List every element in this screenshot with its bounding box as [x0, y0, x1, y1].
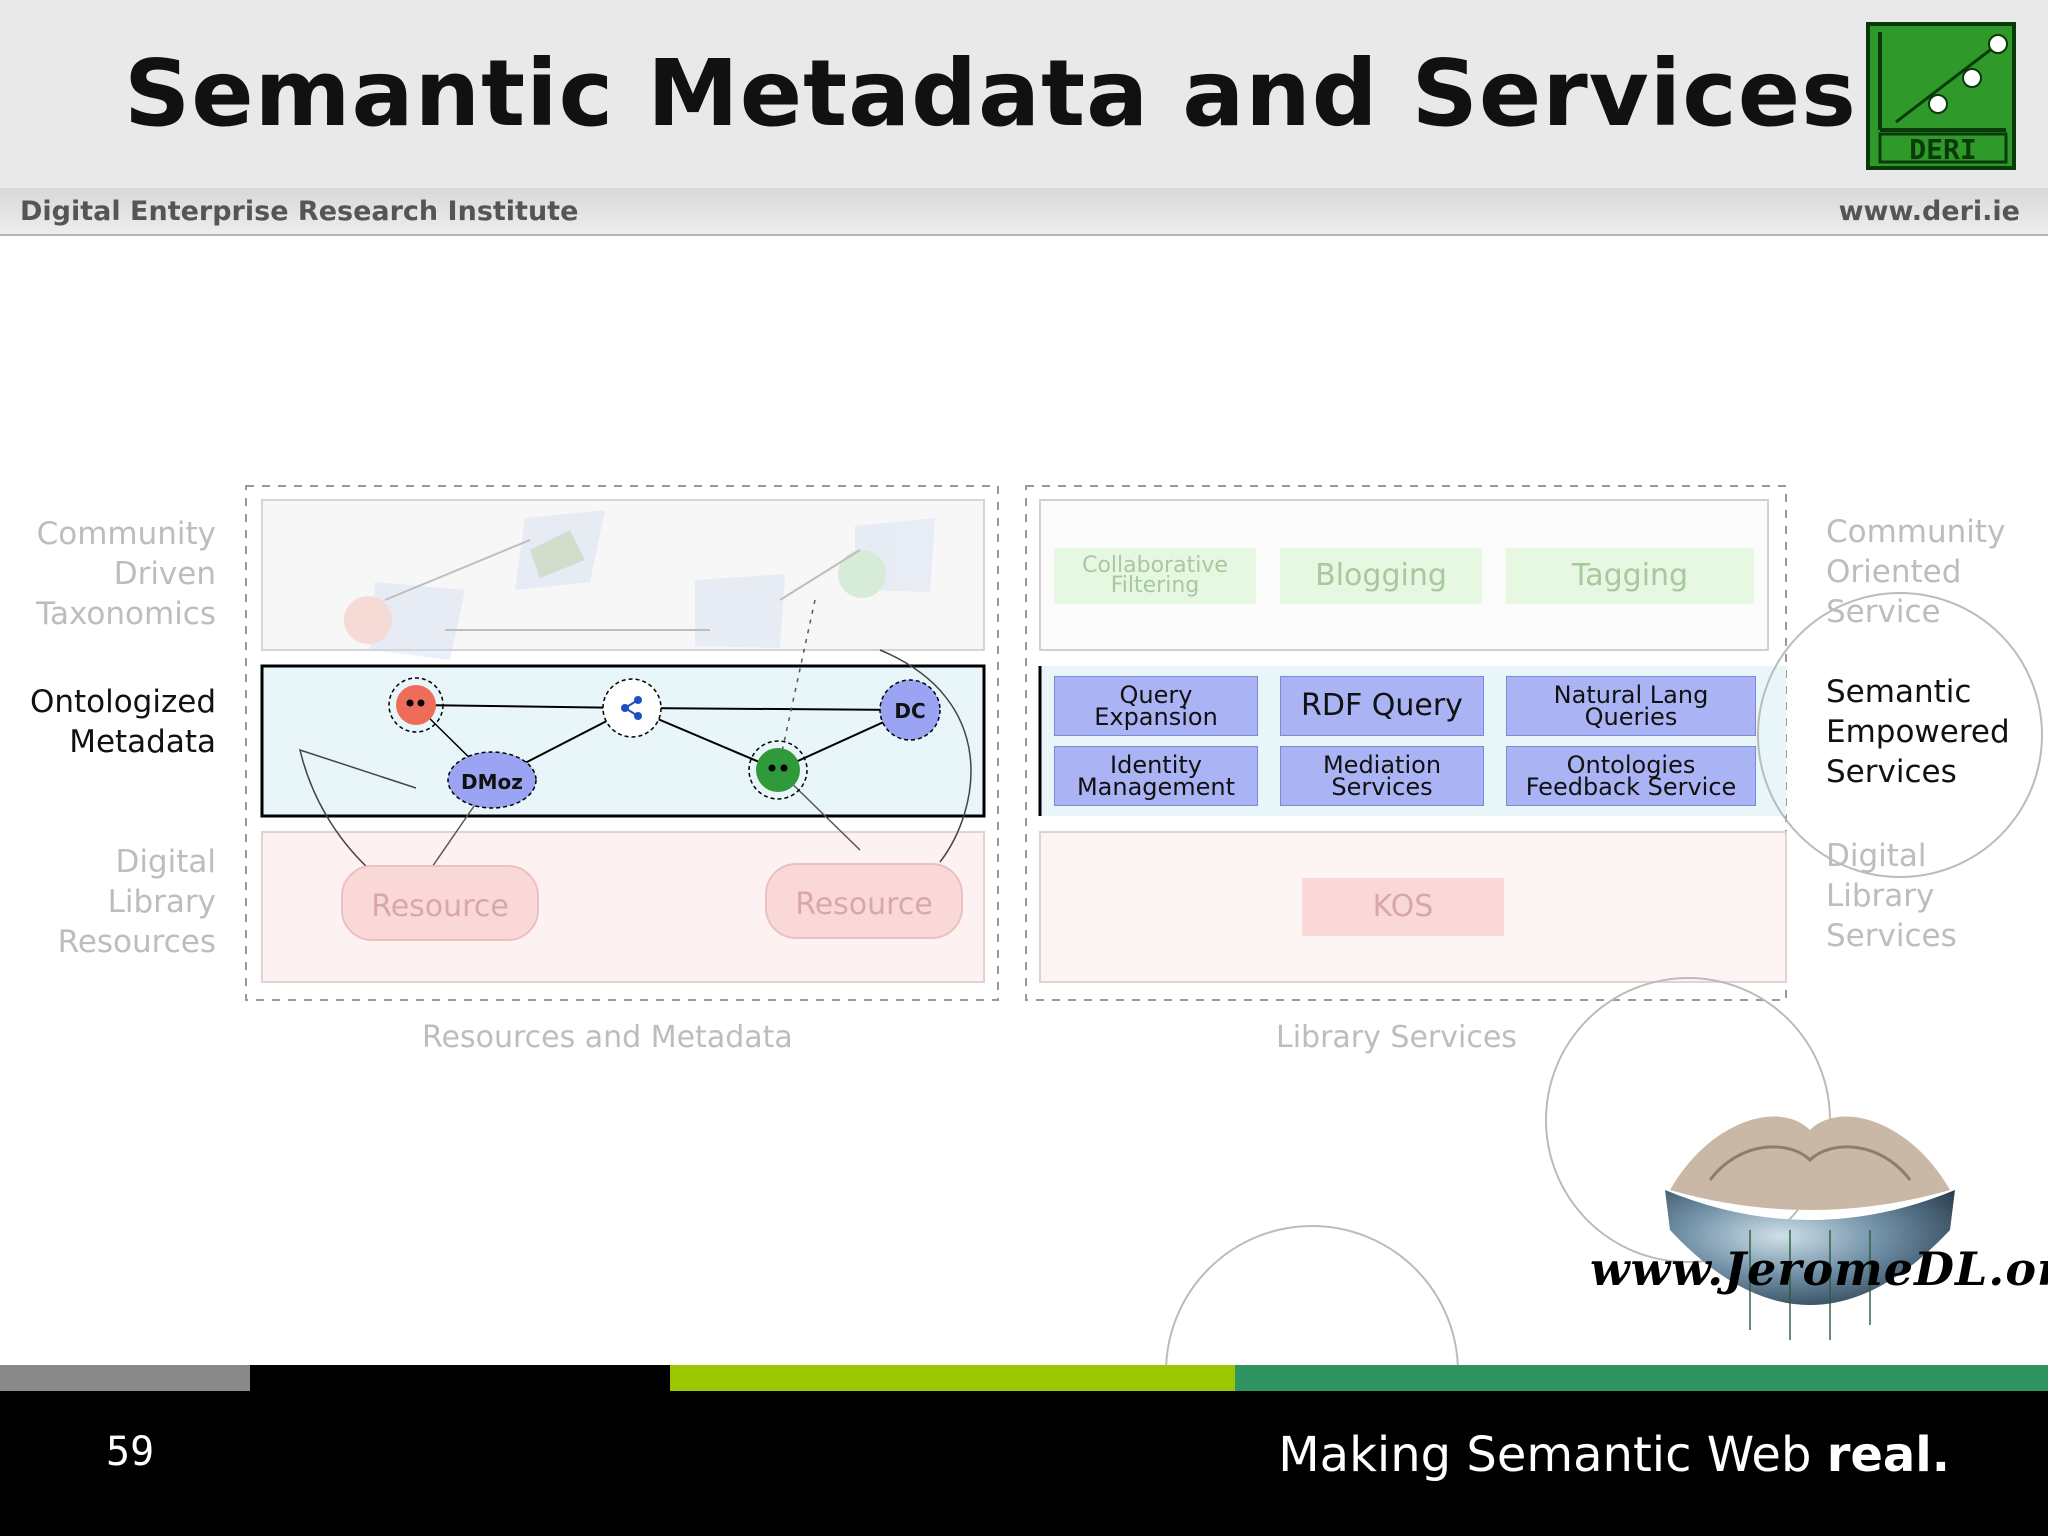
- service-rdf-query[interactable]: RDF Query: [1280, 676, 1484, 736]
- svg-text:Resource: Resource: [795, 887, 933, 922]
- svg-text:DERI: DERI: [1909, 133, 1976, 166]
- architecture-diagram: Community Driven Taxonomics Ontologized …: [0, 470, 2048, 1070]
- caption-library-services: Library Services: [1276, 1020, 1517, 1055]
- svg-text:DMoz: DMoz: [461, 770, 523, 794]
- subheader-bar: Digital Enterprise Research Institute ww…: [0, 188, 2048, 236]
- deri-logo: DERI: [1866, 22, 2016, 170]
- strip-black: [250, 1365, 670, 1391]
- website-link[interactable]: www.deri.ie: [1838, 196, 2020, 227]
- resources-metadata-panel: DMoz DC Resource Resource: [245, 485, 999, 1001]
- slide-header: Semantic Metadata and Services DERI: [0, 0, 2048, 188]
- label-semantic-empowered-services: Semantic Empowered Services: [1826, 674, 2010, 790]
- jeromedl-site[interactable]: www.JeromeDL.org: [1590, 1242, 2048, 1296]
- service-tagging[interactable]: Tagging: [1506, 548, 1754, 604]
- slide-title: Semantic Metadata and Services: [124, 40, 1857, 147]
- service-blogging[interactable]: Blogging: [1280, 548, 1482, 604]
- service-kos[interactable]: KOS: [1302, 878, 1504, 936]
- label-community-oriented-service: Community Oriented Service: [1826, 514, 2006, 630]
- strip-teal: [1235, 1365, 2048, 1391]
- label-digital-library-services: Digital Library Services: [1826, 838, 1957, 954]
- jeromedl-logo: [1665, 1116, 1955, 1340]
- svg-text:Resource: Resource: [371, 889, 509, 924]
- service-collaborative-filtering[interactable]: Collaborative Filtering: [1054, 548, 1256, 604]
- label-ontologized-metadata: Ontologized Metadata: [29, 684, 216, 760]
- strip-grey: [0, 1365, 250, 1391]
- caption-resources-and-metadata: Resources and Metadata: [422, 1020, 793, 1055]
- label-digital-library-resources: Digital Library Resources: [57, 844, 216, 960]
- label-community-driven-taxonomics: Community Driven Taxonomics: [36, 516, 216, 632]
- slide-footer: 59 Making Semantic Web real.: [0, 1391, 2048, 1536]
- slogan: Making Semantic Web real.: [1278, 1427, 1950, 1483]
- institute-name: Digital Enterprise Research Institute: [20, 196, 579, 227]
- svg-text:DC: DC: [894, 699, 925, 723]
- page-number: 59: [106, 1429, 155, 1475]
- strip-green: [670, 1365, 1235, 1391]
